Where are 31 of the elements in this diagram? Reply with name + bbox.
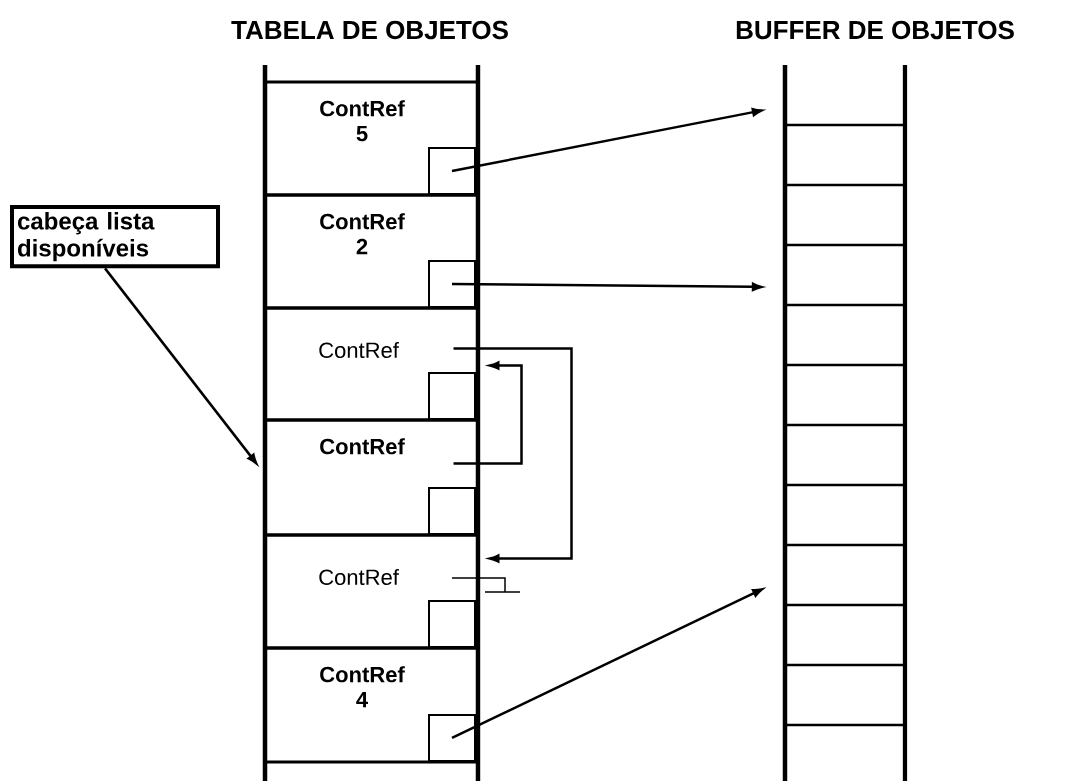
buffer-slot: [783, 125, 907, 187]
buffer-slot: [783, 365, 907, 427]
pointer-box: [428, 372, 476, 420]
pointer-box: [428, 714, 476, 762]
buffer-slot: [783, 70, 907, 127]
column-heading: TABELA DE OBJETOS: [231, 20, 508, 40]
table-entry: ContRef 4: [263, 646, 480, 764]
callout-box: cabeça lista disponíveis: [10, 205, 220, 269]
table-entry: ContRef: [263, 533, 480, 650]
pointer-box: [428, 147, 476, 195]
buffer-slot: [783, 425, 907, 487]
buffer-slot: [783, 665, 907, 727]
buffer-slot: [783, 485, 907, 547]
buffer-slot: [783, 245, 907, 307]
buffer-column: [782, 65, 908, 781]
buffer-slot: [783, 545, 907, 607]
pointer-box: [428, 487, 476, 535]
buffer-slot: [783, 185, 907, 247]
buffer-slot: [783, 305, 907, 367]
arrow: [104, 267, 258, 465]
column-heading: BUFFER DE OBJETOS: [736, 20, 1014, 40]
table-entry: ContRef: [263, 418, 480, 537]
arrow: [453, 361, 523, 465]
table-column: [262, 65, 481, 781]
table-entry: ContRef 5: [263, 80, 480, 197]
table-entry: ContRef: [263, 306, 480, 422]
table-entry: ContRef 2: [263, 193, 480, 310]
buffer-slot: [783, 725, 907, 780]
pointer-box: [428, 260, 476, 308]
buffer-slot: [783, 605, 907, 667]
arrow: [453, 347, 573, 563]
